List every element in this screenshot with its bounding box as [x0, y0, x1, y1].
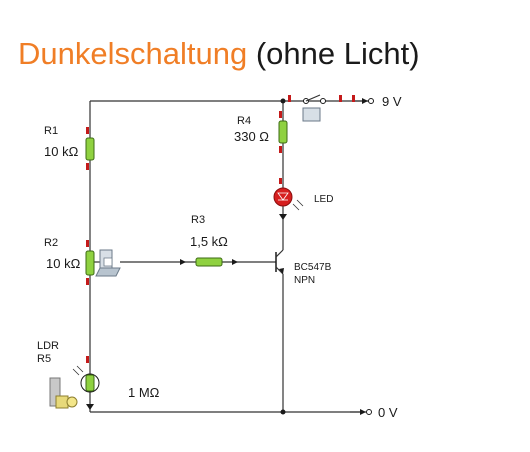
led-icon[interactable] — [273, 178, 293, 220]
resistor-r3[interactable] — [180, 257, 238, 267]
light-emission-icon — [292, 199, 304, 211]
ldr-ref-label: R5 — [37, 353, 51, 365]
title-rest: (ohne Licht) — [255, 36, 420, 71]
r1-name-label: R1 — [44, 125, 58, 137]
ldr-photoresistor[interactable] — [80, 356, 100, 410]
ground-terminal-icon[interactable] — [350, 409, 372, 415]
resistor-r4[interactable] — [278, 111, 288, 153]
switch-icon[interactable] — [288, 94, 355, 122]
flashlight-icon[interactable] — [49, 377, 78, 409]
r4-value-label: 330 Ω — [234, 129, 269, 144]
potentiometer-r2[interactable] — [85, 240, 95, 285]
r3-name-label: R3 — [191, 214, 205, 226]
r2-name-label: R2 — [44, 237, 58, 249]
r3-value-label: 1,5 kΩ — [190, 234, 228, 249]
transistor-icon[interactable] — [275, 249, 284, 275]
page-title: Dunkelschaltung (ohne Licht) — [18, 36, 420, 72]
junction-dot — [280, 409, 286, 415]
resistor-r1[interactable] — [85, 127, 95, 170]
supply-voltage-label: 9 V — [382, 94, 402, 109]
ground-voltage-label: 0 V — [378, 405, 398, 420]
led-label: LED — [314, 194, 333, 205]
r4-name-label: R4 — [237, 115, 251, 127]
light-incidence-icon — [72, 365, 84, 376]
r2-value-label: 10 kΩ — [46, 256, 81, 271]
transistor-name-label: BC547B — [294, 262, 332, 273]
potentiometer-knob-icon[interactable] — [95, 249, 121, 277]
junction-dot — [280, 98, 286, 104]
transistor-type-label: NPN — [294, 275, 315, 286]
ldr-name-label: LDR — [37, 340, 59, 352]
r1-value-label: 10 kΩ — [44, 144, 79, 159]
ldr-value-label: 1 MΩ — [128, 385, 160, 400]
supply-terminal-icon[interactable] — [355, 98, 374, 104]
title-accent: Dunkelschaltung — [18, 36, 248, 71]
